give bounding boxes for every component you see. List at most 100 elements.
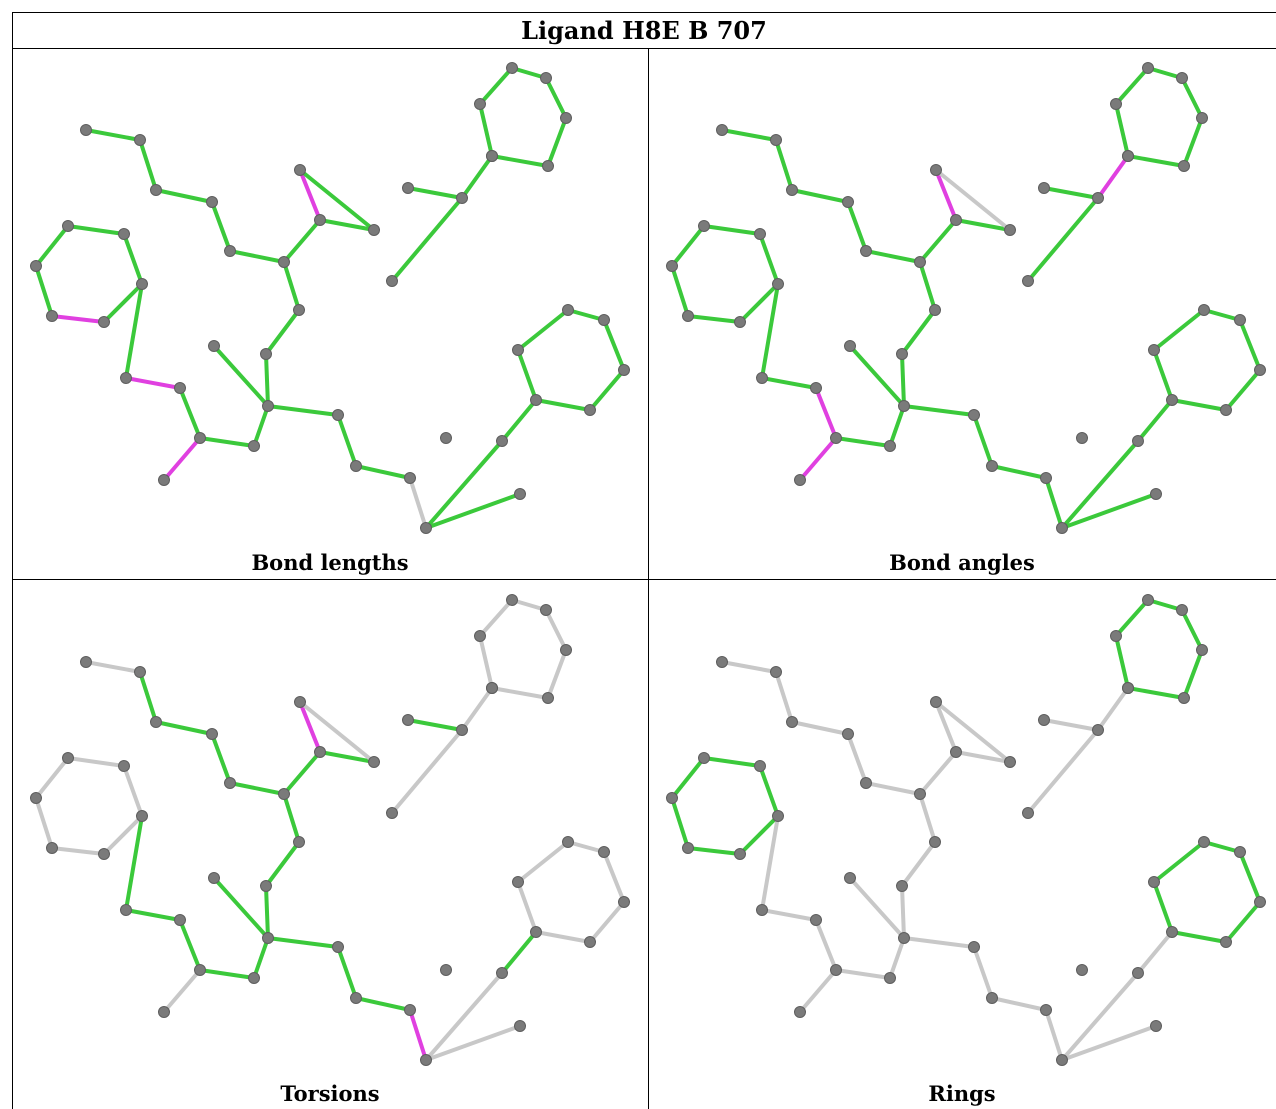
atom-11	[1038, 182, 1050, 194]
bond-10-12	[1026, 728, 1100, 815]
atom-34	[1150, 488, 1162, 500]
bond-19-20	[686, 314, 742, 324]
atom-35	[1166, 394, 1178, 406]
atom-12	[456, 724, 468, 736]
bond-12-11	[406, 186, 464, 200]
atom-35	[1166, 926, 1178, 938]
atom-11	[1038, 714, 1050, 726]
bond-6-14	[264, 840, 301, 888]
bond-46-41	[1114, 102, 1130, 158]
bond-1-2	[138, 670, 158, 724]
caption-torsions: Torsions	[280, 1081, 380, 1106]
atom-11	[402, 182, 414, 194]
atom-42	[542, 160, 554, 172]
bond-31-34	[424, 492, 522, 530]
atom-36	[512, 344, 524, 356]
bond-7-8	[298, 700, 322, 754]
bond-6-14	[900, 308, 937, 356]
atom-45	[506, 594, 518, 606]
atom-9	[368, 756, 380, 768]
atom-37	[1198, 304, 1210, 316]
atom-17	[332, 941, 344, 953]
bond-6-14	[900, 840, 937, 888]
bond-18-30	[354, 996, 412, 1012]
bond-4-5	[228, 781, 286, 796]
bond-24-25	[124, 814, 144, 912]
bond-21-22	[670, 756, 706, 800]
atom-45	[1142, 594, 1154, 606]
atom-22	[698, 220, 710, 232]
atom-31	[420, 522, 432, 534]
bond-45-46	[1114, 598, 1150, 638]
atom-5	[278, 788, 290, 800]
bond-21-22	[34, 756, 70, 800]
atom-41	[1122, 682, 1134, 694]
bond-42-43	[1182, 116, 1204, 168]
bond-25-26	[760, 908, 818, 922]
atom-46	[474, 630, 486, 642]
atom-25	[756, 904, 768, 916]
bond-12-11	[1042, 718, 1100, 732]
atom-20	[46, 842, 58, 854]
bond-12-13	[460, 154, 494, 200]
bond-39-40	[1224, 900, 1262, 944]
bond-30-31	[1044, 476, 1064, 530]
bond-40-35	[534, 930, 592, 944]
atom-45	[1142, 62, 1154, 74]
atom-7	[314, 214, 326, 226]
bond-27-28	[162, 968, 202, 1014]
bond-31-34	[1060, 1024, 1158, 1062]
atom-8	[930, 696, 942, 708]
bond-8-9	[934, 168, 1012, 232]
atom-18	[350, 460, 362, 472]
bond-19-20	[50, 314, 106, 324]
atom-28	[158, 474, 170, 486]
atom-46	[1110, 630, 1122, 642]
atom-5	[914, 256, 926, 268]
bond-20-21	[670, 264, 690, 318]
bond-4-5	[864, 781, 922, 796]
bond-36-37	[1152, 308, 1206, 352]
atom-28	[794, 474, 806, 486]
bond-8-9	[298, 700, 376, 764]
atom-12	[1092, 724, 1104, 736]
atom-39	[1254, 896, 1266, 908]
atom-10	[1022, 807, 1034, 819]
atom-45	[506, 62, 518, 74]
atom-18	[986, 992, 998, 1004]
atom-8	[294, 164, 306, 176]
bond-3-4	[210, 200, 232, 253]
bond-12-13	[1096, 154, 1130, 200]
bond-21-22	[34, 224, 70, 268]
atom-40	[1220, 936, 1232, 948]
atom-34	[514, 488, 526, 500]
atom-35	[530, 926, 542, 938]
bond-14-16	[264, 884, 270, 940]
bond-25-26	[124, 908, 182, 922]
atom-2	[150, 184, 162, 196]
bond-18-30	[990, 996, 1048, 1012]
atom-29	[884, 440, 896, 452]
atom-4	[860, 245, 872, 257]
atom-10	[386, 275, 398, 287]
bond-37-38	[1202, 308, 1242, 322]
atom-20	[682, 842, 694, 854]
atom-27	[194, 432, 206, 444]
bond-27-29	[834, 968, 892, 980]
bond-27-28	[798, 968, 838, 1014]
bond-4-5	[228, 249, 286, 264]
atom-26	[810, 382, 822, 394]
atom-14	[896, 880, 908, 892]
bond-41-42	[1126, 154, 1186, 168]
atom-21	[666, 260, 678, 272]
atom-36	[1148, 876, 1160, 888]
atom-1	[134, 134, 146, 146]
atom-24	[136, 278, 148, 290]
atom-24	[772, 278, 784, 290]
atom-6	[293, 836, 305, 848]
bond-5-7	[918, 218, 958, 264]
atom-23	[118, 228, 130, 240]
bond-35-36	[516, 348, 538, 402]
atom-16	[898, 932, 910, 944]
bond-31-34	[424, 1024, 522, 1062]
